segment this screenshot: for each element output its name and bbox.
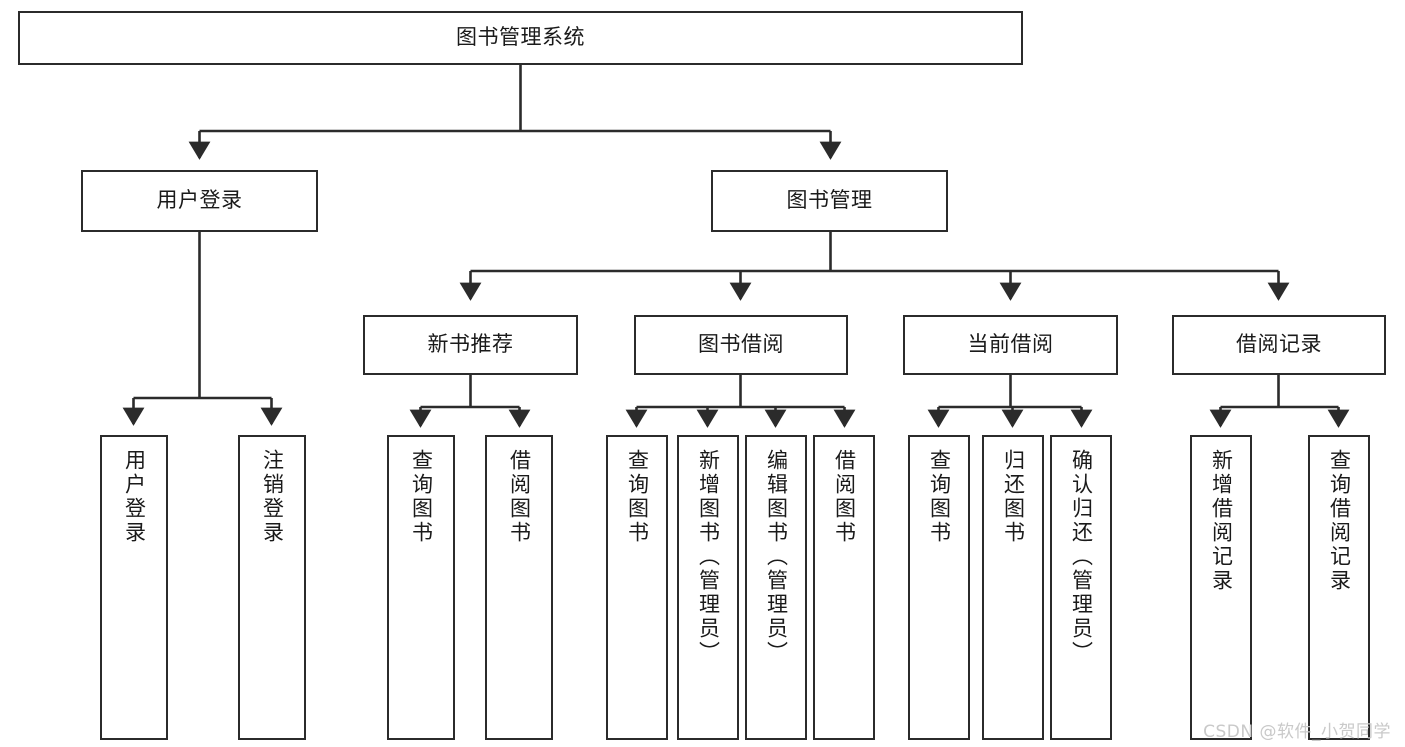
leaf-logout[interactable]: 注销登录 (238, 435, 306, 740)
node-root[interactable]: 图书管理系统 (18, 11, 1023, 65)
leaf-add-borrow-record[interactable]: 新增借阅记录 (1190, 435, 1252, 740)
leaf-confirm-return-admin[interactable]: 确认归还（管理员） (1050, 435, 1112, 740)
leaf-user-login-label: 用户登录 (122, 449, 147, 545)
leaf-add-book-admin-label: 新增图书（管理员） (696, 449, 721, 665)
leaf-user-login[interactable]: 用户登录 (100, 435, 168, 740)
node-current-borrow[interactable]: 当前借阅 (903, 315, 1118, 375)
node-book-management[interactable]: 图书管理 (711, 170, 948, 232)
node-borrow-records-label: 借阅记录 (1236, 332, 1322, 357)
leaf-logout-label: 注销登录 (260, 449, 285, 545)
node-book-borrow-label: 图书借阅 (698, 332, 784, 357)
leaf-query-borrow-record[interactable]: 查询借阅记录 (1308, 435, 1370, 740)
leaf-confirm-return-admin-label: 确认归还（管理员） (1069, 449, 1094, 665)
leaf-query-book-recommend-label: 查询图书 (409, 449, 434, 545)
node-new-book-recommend-label: 新书推荐 (427, 332, 514, 357)
leaf-borrow-book-label: 借阅图书 (832, 449, 857, 545)
leaf-add-borrow-record-label: 新增借阅记录 (1209, 449, 1234, 593)
leaf-borrow-book-recommend-label: 借阅图书 (507, 449, 532, 545)
node-user-login[interactable]: 用户登录 (81, 170, 318, 232)
node-new-book-recommend[interactable]: 新书推荐 (363, 315, 578, 375)
node-root-label: 图书管理系统 (456, 25, 585, 50)
node-book-borrow[interactable]: 图书借阅 (634, 315, 848, 375)
leaf-edit-book-admin[interactable]: 编辑图书（管理员） (745, 435, 807, 740)
node-borrow-records[interactable]: 借阅记录 (1172, 315, 1386, 375)
leaf-return-book[interactable]: 归还图书 (982, 435, 1044, 740)
leaf-query-borrow-record-label: 查询借阅记录 (1327, 449, 1352, 593)
leaf-borrow-book[interactable]: 借阅图书 (813, 435, 875, 740)
leaf-borrow-book-recommend[interactable]: 借阅图书 (485, 435, 553, 740)
leaf-query-book[interactable]: 查询图书 (606, 435, 668, 740)
leaf-query-book-current-label: 查询图书 (927, 449, 952, 545)
leaf-query-book-recommend[interactable]: 查询图书 (387, 435, 455, 740)
node-current-borrow-label: 当前借阅 (967, 332, 1054, 357)
leaf-return-book-label: 归还图书 (1001, 449, 1026, 545)
leaf-query-book-current[interactable]: 查询图书 (908, 435, 970, 740)
node-book-management-label: 图书管理 (786, 188, 873, 213)
leaf-add-book-admin[interactable]: 新增图书（管理员） (677, 435, 739, 740)
node-user-login-label: 用户登录 (156, 188, 243, 213)
leaf-query-book-label: 查询图书 (625, 449, 650, 545)
leaf-edit-book-admin-label: 编辑图书（管理员） (764, 449, 789, 665)
csdn-watermark: CSDN @软件_小贺同学 (1203, 722, 1391, 742)
